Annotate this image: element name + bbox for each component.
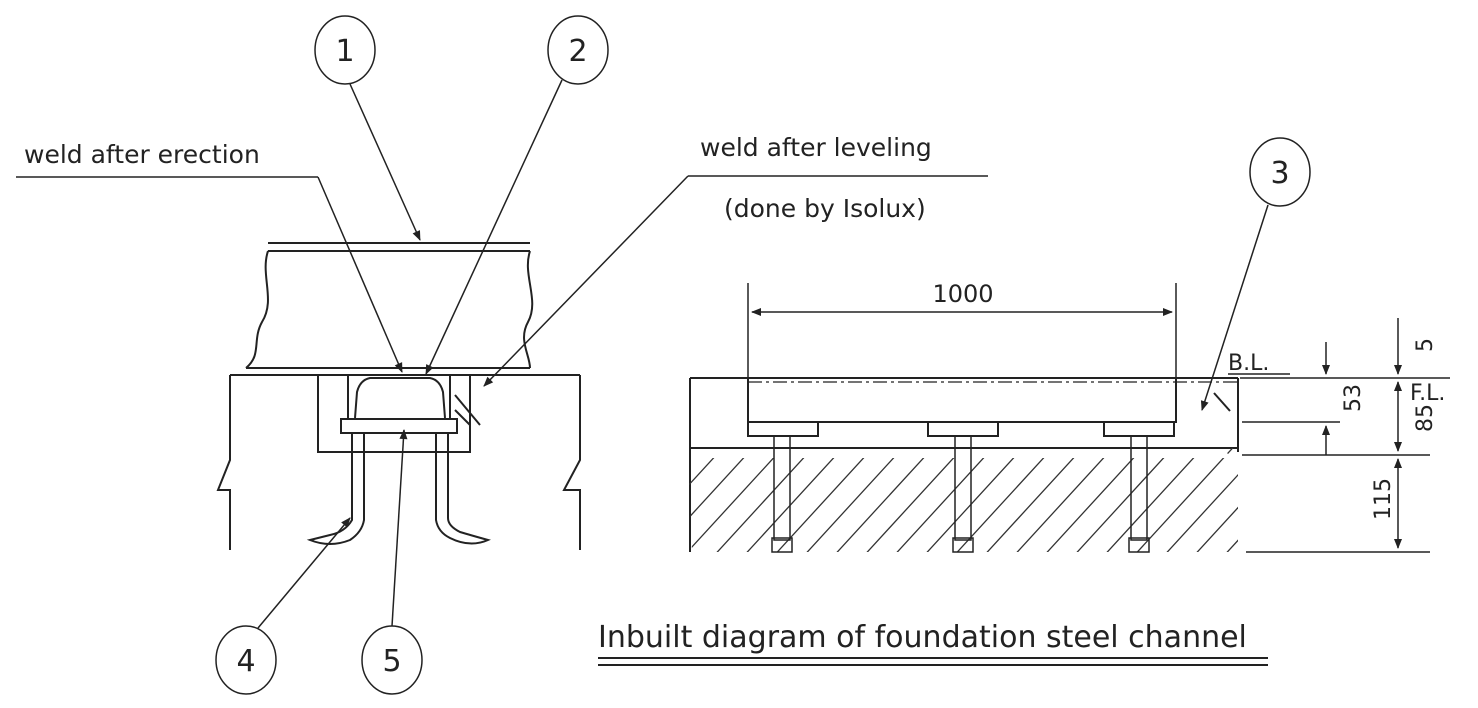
weld-after-leveling-label: weld after leveling (700, 133, 932, 162)
hatch-line (799, 448, 911, 552)
hatch-line (688, 448, 791, 552)
hatch-line (979, 448, 1091, 552)
section-view (216, 242, 581, 550)
dim-to-base: 85 (1413, 404, 1438, 432)
balloon-1-number: 1 (335, 34, 354, 69)
base-plate (340, 418, 458, 434)
base-pad-middle (927, 421, 999, 437)
weld-after-erection-label: weld after erection (24, 140, 260, 169)
balloon-2-number: 2 (568, 34, 587, 69)
steel-channel (747, 377, 1177, 423)
dim-embed: 115 (1371, 478, 1396, 520)
dim-top-offset: 5 (1413, 338, 1438, 352)
hatch-line (889, 448, 1001, 552)
drawing-title: Inbuilt diagram of foundation steel chan… (598, 620, 1268, 666)
balloon-4-number: 4 (236, 644, 255, 679)
channel-top (354, 377, 446, 419)
anchor-bolt-right (435, 433, 491, 545)
hatch-line (829, 448, 941, 552)
balloon-5-number: 5 (382, 644, 401, 679)
balloon-3 (1249, 137, 1311, 207)
title-text: Inbuilt diagram of foundation steel chan… (598, 620, 1247, 655)
balloon-1 (314, 15, 376, 85)
hatch-line (1189, 448, 1238, 552)
hatch-line (1250, 440, 1360, 560)
hatch-line (1099, 448, 1211, 552)
foundation-outline (689, 377, 1239, 552)
dimensions: 1000 5 53 85 115 B.L. F.L. (747, 280, 1450, 553)
hatch-line (1219, 448, 1238, 552)
weld-fillet (454, 394, 481, 426)
base-pad-right (1103, 421, 1175, 437)
channel-recess (347, 375, 451, 420)
hatch-line (1009, 448, 1121, 552)
concrete-hatching (688, 440, 1360, 560)
hatch-line (1159, 448, 1238, 552)
callouts: weld after erection weld after leveling … (16, 15, 1311, 695)
end-weld (1213, 392, 1231, 412)
hatch-line (739, 448, 851, 552)
hatch-line (1069, 448, 1181, 552)
fl-label: F.L. (1410, 381, 1445, 406)
hatch-line (688, 448, 731, 552)
balloon-2 (547, 15, 609, 85)
anchor-rods (771, 435, 1150, 553)
hatch-line (1039, 448, 1151, 552)
elevation-view (688, 377, 1360, 560)
anchor-bolt-left (306, 433, 365, 545)
dim-channel-depth: 53 (1341, 384, 1366, 412)
hatch-line (949, 448, 1061, 552)
hatch-line (769, 448, 881, 552)
balloon-3-number: 3 (1270, 156, 1289, 191)
length-dim-label: 1000 (932, 280, 993, 308)
weld-after-erection-leader (317, 176, 403, 373)
base-pad-left (747, 421, 819, 437)
balloon-4 (215, 625, 277, 695)
hatch-line (688, 448, 761, 552)
hatch-line (709, 448, 821, 552)
weld-after-leveling-leader (483, 175, 689, 387)
hatch-line (919, 448, 1031, 552)
done-by-label: (done by Isolux) (724, 194, 926, 223)
foundation-body (216, 374, 581, 550)
upper-member (245, 242, 534, 376)
hatch-line (859, 448, 971, 552)
bl-label: B.L. (1228, 351, 1269, 376)
